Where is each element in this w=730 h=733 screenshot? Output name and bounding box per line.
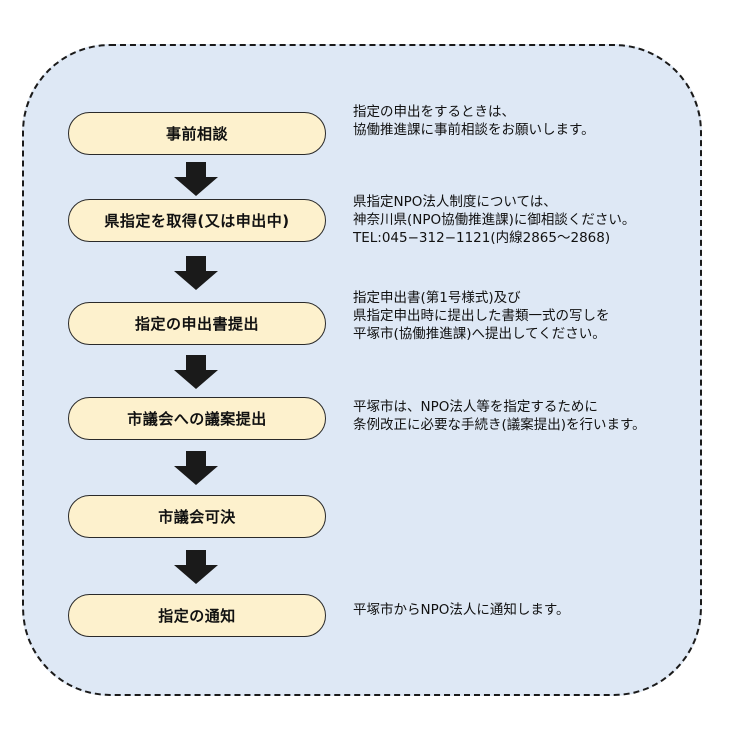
note-line: 平塚市は、NPO法人等を指定するために	[353, 399, 598, 415]
step-council-bill: 市議会への議案提出	[68, 397, 326, 440]
down-arrow-icon	[174, 256, 218, 290]
step-prior-consultation: 事前相談	[68, 112, 326, 155]
down-arrow-icon	[174, 451, 218, 485]
note-line: 指定の申出をするときは、	[353, 104, 515, 120]
note-prefecture-designation: 県指定NPO法人制度については、 神奈川県(NPO協働推進課)に御相談ください。…	[353, 193, 703, 247]
step-label: 市議会への議案提出	[127, 410, 267, 428]
step-application-submission: 指定の申出書提出	[68, 302, 326, 345]
note-council-bill: 平塚市は、NPO法人等を指定するために 条例改正に必要な手続き(議案提出)を行い…	[353, 398, 703, 434]
note-line: 県指定申出時に提出した書類一式の写しを	[353, 308, 610, 324]
note-notification: 平塚市からNPO法人に通知します。	[353, 601, 703, 619]
step-label: 市議会可決	[158, 508, 236, 526]
note-prior-consultation: 指定の申出をするときは、 協働推進課に事前相談をお願いします。	[353, 103, 703, 139]
step-prefecture-designation: 県指定を取得(又は申出中)	[68, 199, 326, 242]
step-label: 県指定を取得(又は申出中)	[104, 212, 290, 230]
note-application-submission: 指定申出書(第1号様式)及び 県指定申出時に提出した書類一式の写しを 平塚市(協…	[353, 289, 703, 343]
down-arrow-icon	[174, 550, 218, 584]
note-line: 平塚市(協働推進課)へ提出してください。	[353, 326, 606, 342]
note-line: 協働推進課に事前相談をお願いします。	[353, 122, 595, 138]
down-arrow-icon	[174, 162, 218, 196]
note-line: 指定申出書(第1号様式)及び	[353, 290, 521, 306]
step-notification: 指定の通知	[68, 594, 326, 637]
note-line: 条例改正に必要な手続き(議案提出)を行います。	[353, 417, 646, 433]
note-line: 神奈川県(NPO協働推進課)に御相談ください。	[353, 212, 636, 228]
step-label: 事前相談	[165, 125, 228, 143]
step-label: 指定の通知	[158, 607, 236, 625]
down-arrow-icon	[174, 355, 218, 389]
note-line: 県指定NPO法人制度については、	[353, 194, 557, 210]
step-council-approval: 市議会可決	[68, 495, 326, 538]
note-line: 平塚市からNPO法人に通知します。	[353, 602, 570, 618]
note-line: TEL:045−312−1121(内線2865〜2868)	[353, 230, 611, 246]
step-label: 指定の申出書提出	[134, 315, 259, 333]
